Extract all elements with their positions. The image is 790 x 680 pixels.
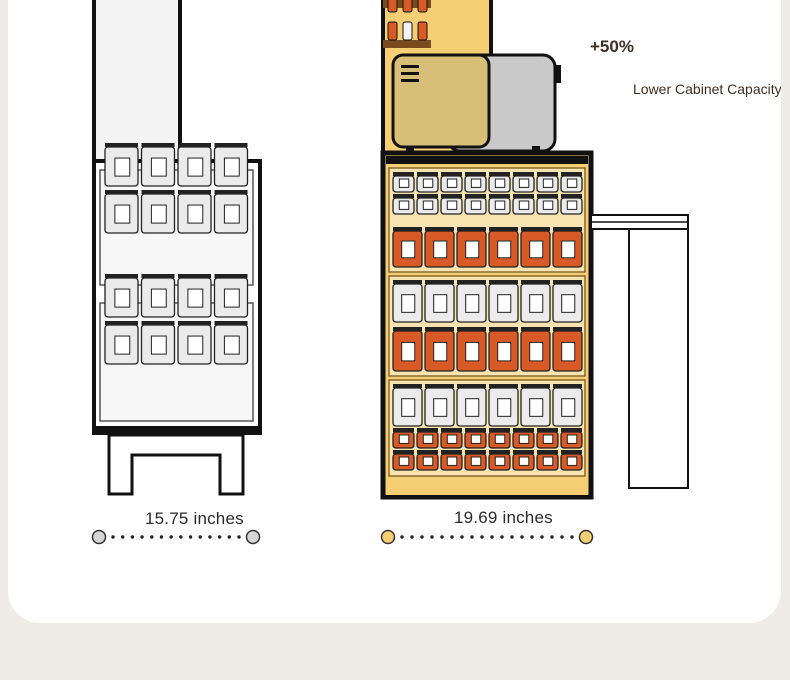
storage-jar <box>552 327 583 372</box>
storage-jar <box>536 172 559 193</box>
toaster-appliance <box>391 53 561 153</box>
storage-jar <box>140 274 176 318</box>
comparison-card: 15.75 inches 19.69 inches +50% Lower Cab… <box>8 0 781 623</box>
storage-jar <box>213 190 249 234</box>
storage-jar <box>440 428 463 449</box>
storage-jar <box>416 172 439 193</box>
storage-jar <box>560 172 583 193</box>
capacity-label: Lower Cabinet Capacity <box>633 81 781 97</box>
storage-jar <box>213 274 249 318</box>
left-width-dimension-line <box>91 529 261 545</box>
storage-jar <box>488 172 511 193</box>
left-jar-grid <box>104 143 249 365</box>
left-cabinet <box>92 0 262 496</box>
storage-jar <box>512 428 535 449</box>
storage-jar <box>104 143 139 187</box>
storage-jar <box>392 327 423 372</box>
storage-jar <box>560 450 583 471</box>
storage-jar <box>424 327 455 372</box>
left-width-label: 15.75 inches <box>145 509 244 528</box>
storage-jar <box>464 172 487 193</box>
storage-jar <box>392 384 423 427</box>
storage-jar <box>177 143 212 187</box>
storage-jar <box>424 280 455 323</box>
storage-jar <box>440 450 463 471</box>
storage-jar <box>512 172 535 193</box>
storage-jar <box>392 428 415 449</box>
storage-jar <box>104 274 139 318</box>
storage-jar <box>536 194 559 215</box>
right-cabinet <box>380 0 594 500</box>
left-upper-column <box>92 0 182 164</box>
left-cabinet-base <box>107 433 245 496</box>
right-width-label: 19.69 inches <box>454 508 553 527</box>
storage-jar <box>440 194 463 215</box>
storage-jar <box>177 274 212 318</box>
storage-jar <box>140 143 176 187</box>
spice-bottles <box>387 0 428 41</box>
storage-jar <box>416 194 439 215</box>
storage-jar <box>140 321 176 365</box>
storage-jar <box>488 450 511 471</box>
storage-jar <box>536 450 559 471</box>
capacity-increase-value: +50% <box>590 37 634 56</box>
right-width-dimension-line <box>380 529 594 545</box>
storage-jar <box>488 227 519 268</box>
storage-jar <box>560 428 583 449</box>
storage-jar <box>392 172 415 193</box>
storage-jar <box>520 327 551 372</box>
storage-jar <box>416 450 439 471</box>
storage-jar <box>552 384 583 427</box>
storage-jar <box>512 450 535 471</box>
storage-jar <box>464 194 487 215</box>
storage-jar <box>464 428 487 449</box>
storage-jar <box>512 194 535 215</box>
storage-jar <box>424 384 455 427</box>
storage-jar <box>177 321 212 365</box>
storage-jar <box>140 190 176 234</box>
right-jar-grid <box>392 172 583 471</box>
storage-jar <box>456 327 487 372</box>
cabinet-comparison-illustration <box>91 0 689 545</box>
storage-jar <box>488 384 519 427</box>
storage-jar <box>392 227 423 268</box>
storage-jar <box>464 450 487 471</box>
storage-jar <box>392 450 415 471</box>
storage-jar <box>520 280 551 323</box>
storage-jar <box>456 384 487 427</box>
storage-jar <box>456 227 487 268</box>
storage-jar <box>213 143 249 187</box>
storage-jar <box>488 428 511 449</box>
storage-jar <box>440 172 463 193</box>
storage-jar <box>392 194 415 215</box>
storage-jar <box>520 384 551 427</box>
storage-jar <box>213 321 249 365</box>
storage-jar <box>520 227 551 268</box>
storage-jar <box>552 227 583 268</box>
storage-jar <box>424 227 455 268</box>
storage-jar <box>456 280 487 323</box>
storage-jar <box>488 194 511 215</box>
storage-jar <box>488 327 519 372</box>
pullout-table <box>590 214 689 489</box>
storage-jar <box>560 194 583 215</box>
storage-jar <box>536 428 559 449</box>
storage-jar <box>104 321 139 365</box>
storage-jar <box>104 190 139 234</box>
storage-jar <box>416 428 439 449</box>
storage-jar <box>552 280 583 323</box>
storage-jar <box>488 280 519 323</box>
storage-jar <box>177 190 212 234</box>
storage-jar <box>392 280 423 323</box>
